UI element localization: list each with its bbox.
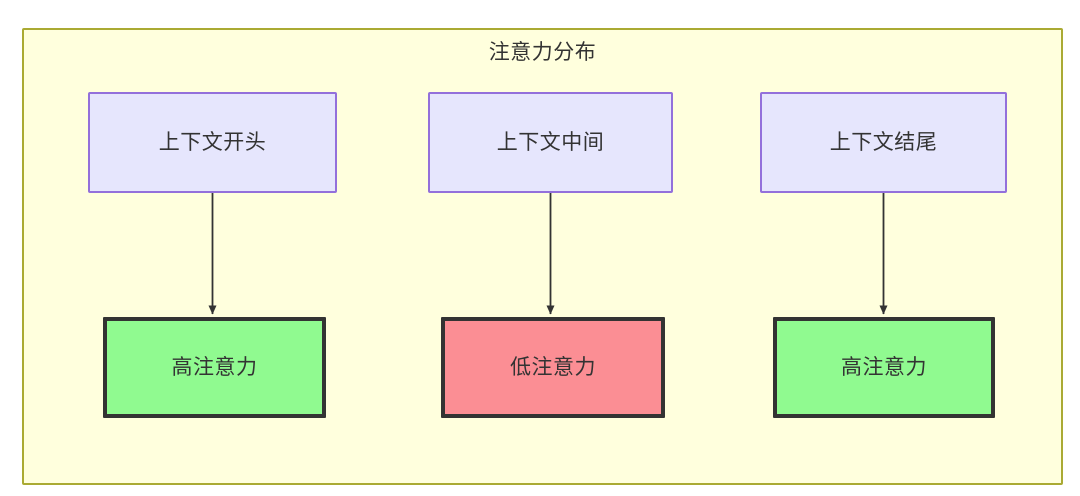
node-attention-high-start[interactable]: 高注意力 (103, 317, 326, 418)
node-context-end[interactable]: 上下文结尾 (760, 92, 1007, 193)
node-context-end-label: 上下文结尾 (829, 131, 938, 154)
node-attention-high-start-label: 高注意力 (171, 356, 258, 379)
node-context-middle[interactable]: 上下文中间 (428, 92, 673, 193)
node-attention-low-middle[interactable]: 低注意力 (441, 317, 665, 418)
node-attention-high-end-label: 高注意力 (841, 356, 927, 379)
node-context-start[interactable]: 上下文开头 (88, 92, 337, 193)
group-title: 注意力分布 (488, 41, 597, 64)
node-context-middle-label: 上下文中间 (496, 131, 605, 154)
node-attention-high-end[interactable]: 高注意力 (773, 317, 995, 418)
node-attention-low-middle-label: 低注意力 (510, 356, 596, 379)
node-context-start-label: 上下文开头 (158, 131, 267, 154)
